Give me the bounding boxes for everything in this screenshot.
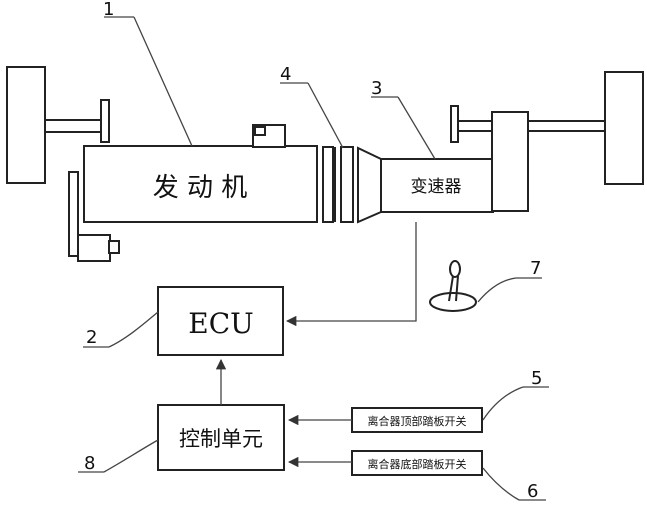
top-pedal-switch-label: 离合器顶部踏板开关	[368, 414, 467, 428]
leader-1	[133, 16, 193, 147]
leader-8	[103, 439, 159, 473]
callout-leaders	[78, 16, 549, 501]
control-unit-label: 控制单元	[179, 427, 263, 451]
callout-8: 8	[84, 453, 95, 474]
starter-body	[77, 234, 111, 262]
gearbox-output-housing	[491, 111, 529, 212]
leader-3	[397, 96, 436, 160]
right-wheel-assembly	[450, 71, 644, 185]
clutch-plate-1	[322, 146, 334, 223]
clutch	[322, 146, 354, 223]
callout-numbers: 1 4 3 7 2 5 6 8	[84, 0, 542, 502]
engine-block	[83, 145, 318, 223]
starter-nose	[108, 240, 120, 254]
bottom-pedal-switch-label: 离合器底部踏板开关	[368, 457, 467, 471]
ecu: ECU	[157, 286, 284, 356]
left-wheel	[6, 66, 46, 184]
engine-label: 发 动 机	[153, 173, 248, 203]
ecu-label: ECU	[188, 307, 253, 340]
shift-lever-knob	[449, 260, 461, 278]
starter-shaft	[68, 171, 79, 257]
leader-5	[482, 386, 524, 421]
bottom-pedal-switch: 离合器底部踏板开关	[351, 450, 483, 476]
gearbox-body	[380, 158, 494, 213]
control-unit: 控制单元	[157, 404, 285, 471]
starter-motor	[68, 171, 120, 262]
gearbox-label: 变速器	[411, 177, 462, 197]
callout-6: 6	[527, 481, 538, 502]
gearbox: 变速器	[357, 111, 529, 224]
top-pedal-switch-box	[351, 407, 483, 433]
clutch-plate-2	[340, 146, 354, 223]
callout-2: 2	[86, 327, 97, 348]
gear-shift-lever	[429, 260, 477, 312]
right-hub-flange	[450, 105, 459, 143]
shift-lever-stick-left	[448, 275, 454, 302]
callout-1: 1	[103, 0, 114, 20]
leader-7	[477, 277, 542, 303]
control-unit-box	[157, 404, 285, 471]
leader-2	[108, 311, 159, 348]
left-hub-flange	[100, 99, 110, 143]
bell-housing	[357, 146, 382, 224]
shift-lever-base	[429, 292, 477, 312]
shift-lever-stick-right	[455, 275, 459, 302]
callout-3: 3	[371, 78, 382, 99]
engine: 发 动 机	[83, 124, 318, 223]
gearbox-to-ecu-line	[285, 222, 417, 327]
leader-4	[307, 82, 344, 149]
left-wheel-assembly	[6, 66, 110, 184]
right-wheel	[604, 71, 644, 185]
engine-top-fitting-inner	[254, 126, 266, 136]
callout-5: 5	[531, 368, 542, 389]
callout-4: 4	[280, 64, 291, 85]
top-pedal-switch: 离合器顶部踏板开关	[351, 407, 483, 433]
leader-6	[482, 467, 520, 501]
ecu-box	[157, 286, 284, 356]
callout-7: 7	[530, 258, 541, 279]
bottom-pedal-switch-box	[351, 450, 483, 476]
